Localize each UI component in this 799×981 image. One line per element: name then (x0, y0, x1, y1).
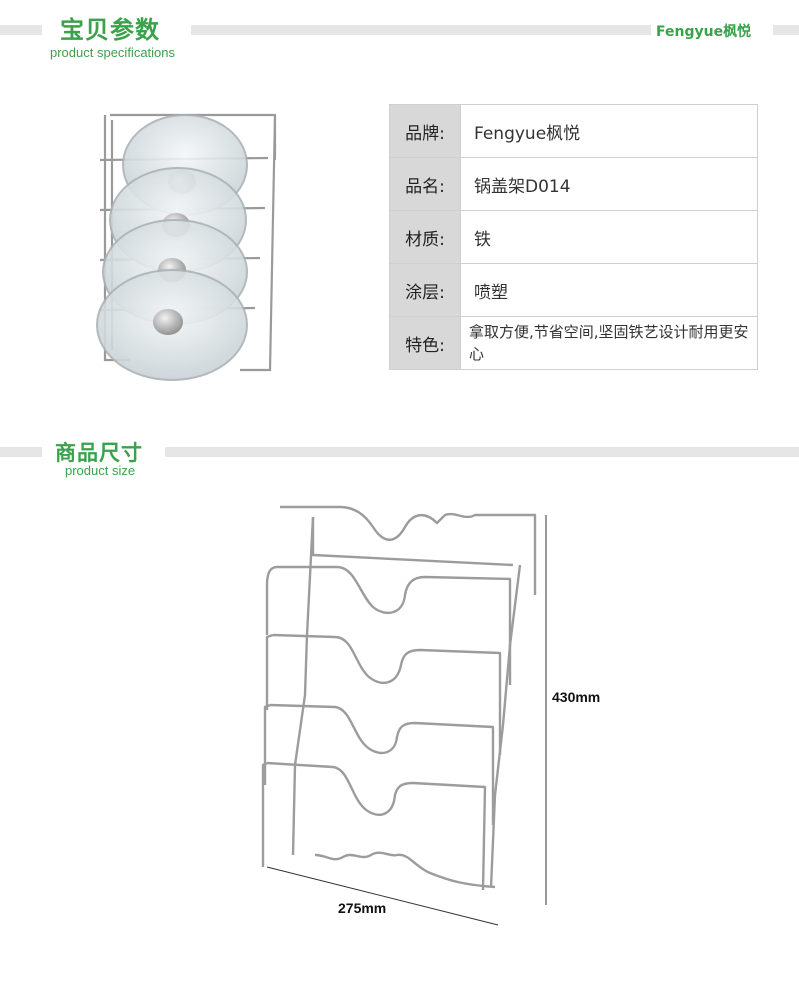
rack-drawing (261, 505, 537, 891)
size-section-bar-left (0, 447, 42, 457)
spec-key: 品牌: (389, 104, 461, 158)
spec-value: 喷塑 (460, 263, 758, 317)
dimension-lines (266, 515, 547, 926)
spec-table: 品牌: Fengyue枫悦 品名: 锅盖架D014 材质: 铁 涂层: 喷塑 特… (389, 104, 758, 370)
spec-row-name: 品名: 锅盖架D014 (389, 157, 758, 211)
product-photo (96, 113, 277, 381)
spec-section-bar-left (0, 25, 42, 35)
spec-value: 拿取方便,节省空间,坚固铁艺设计耐用更安心 (460, 316, 758, 370)
spec-key: 涂层: (389, 263, 461, 317)
height-dimension-label: 430mm (552, 689, 601, 705)
size-section-bar-right (165, 447, 799, 457)
spec-value: 锅盖架D014 (460, 157, 758, 211)
size-section-subtitle: product size (65, 463, 136, 478)
width-dimension-label: 275mm (338, 900, 387, 916)
spec-row-material: 材质: 铁 (389, 210, 758, 264)
width-dimension-line (266, 866, 499, 926)
spec-section-subtitle: product specifications (50, 45, 176, 60)
spec-value: 铁 (460, 210, 758, 264)
spec-row-brand: 品牌: Fengyue枫悦 (389, 104, 758, 158)
spec-row-coating: 涂层: 喷塑 (389, 263, 758, 317)
size-section-title: 商品尺寸 (55, 441, 143, 465)
spec-section-bar-right (191, 25, 651, 35)
brand-logo: Fengyue枫悦 (656, 24, 752, 40)
lid-4 (96, 269, 248, 381)
spec-section-title: 宝贝参数 (60, 16, 160, 44)
spec-key: 特色: (389, 316, 461, 370)
spec-key: 材质: (389, 210, 461, 264)
spec-value: Fengyue枫悦 (460, 104, 758, 158)
spec-section-bar-tail (773, 25, 799, 35)
spec-row-feature: 特色: 拿取方便,节省空间,坚固铁艺设计耐用更安心 (389, 316, 758, 370)
spec-key: 品名: (389, 157, 461, 211)
